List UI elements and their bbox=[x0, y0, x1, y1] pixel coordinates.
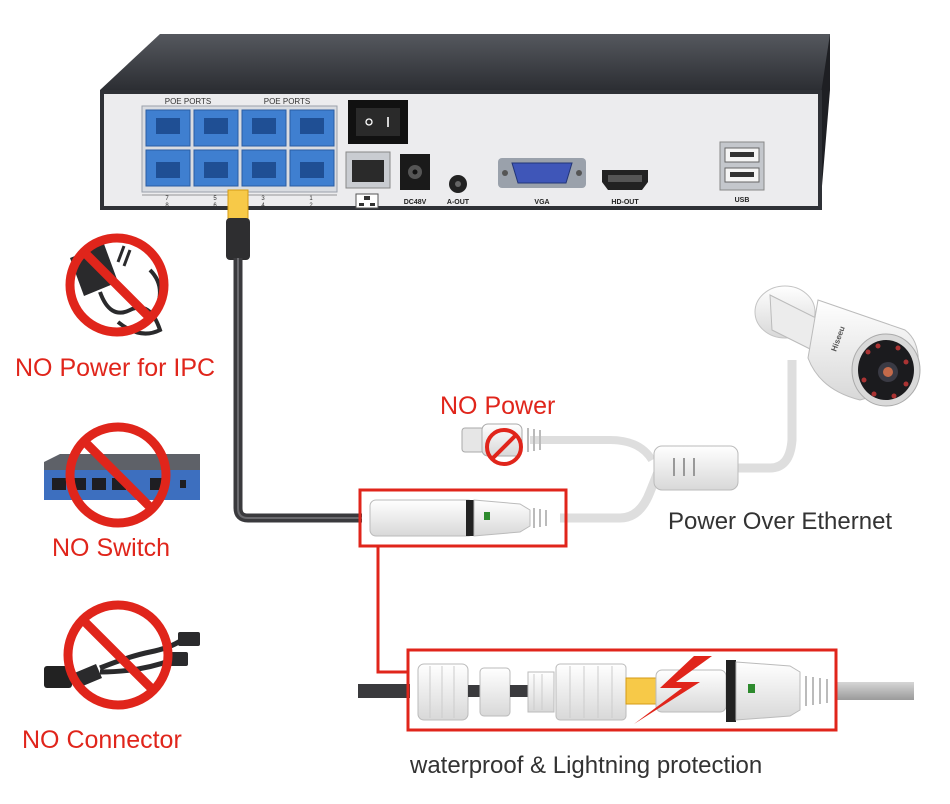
ethernet-cable bbox=[226, 189, 362, 523]
poe-ports-label-right: POE PORTS bbox=[264, 97, 311, 106]
hdmi-port: HD-OUT bbox=[602, 170, 648, 206]
callout-line bbox=[376, 546, 408, 674]
prohibition-sign-connector bbox=[63, 600, 173, 710]
poe-cable-splitter bbox=[653, 445, 739, 491]
port-number-7: 7 bbox=[165, 196, 169, 202]
no-switch-label: NO Switch bbox=[52, 534, 171, 562]
dc-label: DC48V bbox=[404, 199, 427, 206]
no-connector-label: NO Connector bbox=[22, 726, 182, 754]
exploded-view-box bbox=[358, 648, 914, 732]
poe-label: Power Over Ethernet bbox=[668, 508, 893, 535]
nvr-recorder: POE PORTS POE PORTS 7 bbox=[100, 34, 830, 210]
port-number-8: 8 bbox=[165, 203, 169, 209]
port-number-2: 2 bbox=[309, 203, 313, 209]
usb-label: USB bbox=[735, 197, 750, 204]
waterproof-connector-box bbox=[358, 488, 568, 548]
port-number-6: 6 bbox=[213, 203, 217, 209]
usb-ports: USB bbox=[719, 141, 765, 204]
port-number-3: 3 bbox=[261, 196, 265, 202]
lan-port bbox=[345, 151, 391, 209]
power-switch bbox=[348, 100, 408, 144]
poe-ports: POE PORTS POE PORTS 7 bbox=[141, 97, 338, 209]
audio-label: A-OUT bbox=[447, 199, 470, 206]
prohibition-sign-power bbox=[65, 233, 169, 337]
no-power-label: NO Power bbox=[440, 392, 556, 420]
vga-label: VGA bbox=[534, 199, 549, 206]
port-number-1: 1 bbox=[309, 196, 313, 202]
protection-label: waterproof & Lightning protection bbox=[410, 752, 763, 779]
vga-port: VGA bbox=[498, 158, 586, 206]
dc-plug bbox=[461, 423, 541, 466]
audio-out: A-OUT bbox=[447, 175, 470, 206]
prohibition-sign-switch bbox=[65, 422, 171, 528]
poe-ports-label-left: POE PORTS bbox=[165, 97, 212, 106]
no-power-prohibition-icon bbox=[485, 428, 523, 466]
bullet-camera: Hiseeu bbox=[754, 285, 921, 407]
camera-cable bbox=[530, 360, 797, 523]
poe-port-grid bbox=[145, 109, 335, 187]
port-number-5: 5 bbox=[213, 196, 217, 202]
hdmi-label: HD-OUT bbox=[611, 199, 639, 206]
dc-power-input: DC48V bbox=[400, 154, 430, 206]
port-number-4: 4 bbox=[261, 203, 265, 209]
no-power-ipc-label: NO Power for IPC bbox=[15, 354, 216, 382]
